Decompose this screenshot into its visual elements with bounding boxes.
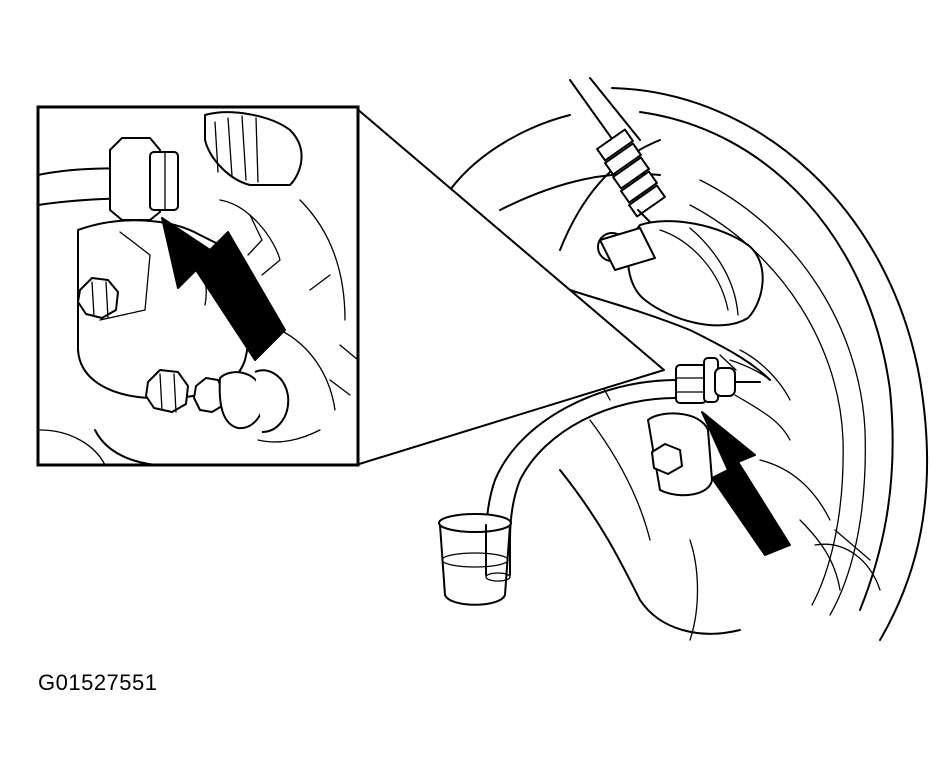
inset-arrow — [161, 217, 286, 361]
main-arrow — [701, 411, 791, 556]
bleeder-screw — [675, 357, 761, 404]
steering-knuckle — [449, 114, 881, 641]
caliper-body — [569, 220, 791, 441]
detail-inset — [36, 105, 360, 467]
figure-id-label: G01527551 — [38, 670, 158, 695]
mounting-bolt — [647, 412, 713, 497]
bleeder-tube — [485, 379, 677, 541]
catch-container — [438, 513, 512, 606]
brake-hose — [569, 77, 666, 233]
main-scene — [438, 77, 929, 641]
wheel-outline — [559, 87, 929, 641]
